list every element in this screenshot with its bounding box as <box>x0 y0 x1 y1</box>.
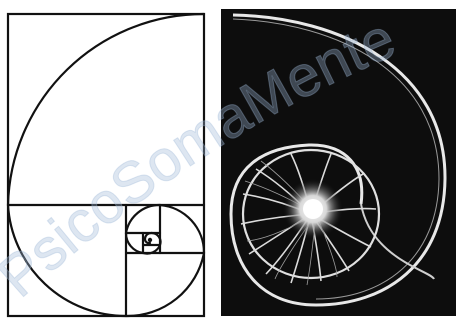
outer-rectangle <box>8 14 204 316</box>
golden-spiral-diagram <box>0 0 215 325</box>
nautilus-shell-photo <box>221 9 456 316</box>
golden-spiral <box>8 14 204 316</box>
